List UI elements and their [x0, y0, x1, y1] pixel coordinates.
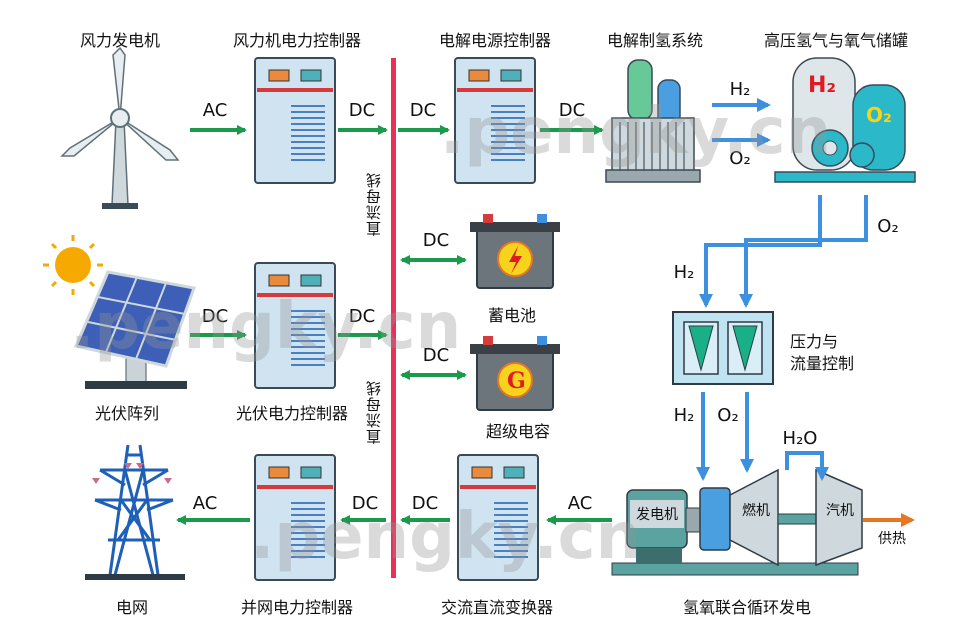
edge-label-o2-tank: O₂ — [877, 216, 899, 237]
label-wind-controller: 风力机电力控制器 — [232, 31, 362, 50]
label-pv-array: 光伏阵列 — [94, 404, 160, 423]
edge-label-h2-to-tank: H₂ — [729, 79, 751, 100]
tank-o2-label: O₂ — [866, 103, 892, 127]
svg-text:G: G — [507, 368, 526, 394]
dc-bus-bar — [391, 58, 396, 578]
label-grid-controller: 并网电力控制器 — [240, 598, 354, 617]
label-battery: 蓄电池 — [487, 306, 537, 325]
label-supercapacitor: 超级电容 — [485, 422, 551, 441]
edge-label-ac-wind: AC — [202, 100, 228, 121]
wind-controller-cabinet — [254, 57, 336, 184]
arrow-tank-o2-down — [739, 195, 868, 308]
edge-label-ac-grid: AC — [192, 493, 218, 514]
edge-label-dc-wind-ctrl: DC — [348, 100, 376, 121]
electrolyzer-icon — [605, 59, 701, 183]
edge-label-dc-converter: DC — [411, 493, 439, 514]
edge-label-dc-battery: DC — [422, 230, 450, 251]
solar-panel-icon — [73, 270, 197, 389]
label-dc-bus-bottom: 直流母线 — [365, 380, 383, 444]
label-wind-turbine: 风力发电机 — [79, 31, 161, 50]
label-heat-supply: 供热 — [878, 531, 906, 547]
arrow-tank-h2-down — [699, 195, 822, 308]
label-electrolysis-power-controller: 电解电源控制器 — [438, 31, 552, 50]
electrolysis-power-cabinet — [454, 57, 536, 184]
pressure-flow-control-box — [672, 311, 774, 385]
label-pv-controller: 光伏电力控制器 — [235, 404, 349, 423]
pylon-base — [85, 574, 185, 580]
edge-label-dc-power-electrolyzer: DC — [558, 100, 586, 121]
pv-controller-cabinet — [254, 262, 336, 389]
sun-icon — [43, 235, 103, 295]
edge-label-dc-pv-ctrl: DC — [348, 306, 376, 327]
label-pressure-control-line1: 压力与 — [790, 332, 839, 351]
label-grid: 电网 — [115, 598, 149, 617]
label-storage-tanks: 高压氢气与氧气储罐 — [763, 31, 909, 50]
label-dc-bus-top: 直流母线 — [365, 172, 383, 236]
label-pressure-control-line2: 流量控制 — [790, 354, 855, 373]
edge-label-ac-plant: AC — [567, 493, 593, 514]
edge-label-o2-to-tank: O₂ — [729, 148, 751, 169]
power-pylon-icon — [94, 444, 174, 576]
storage-tanks-icon — [774, 57, 916, 183]
label-generator: 发电机 — [636, 507, 678, 523]
label-ac-dc-converter: 交流直流变换器 — [440, 598, 554, 617]
insulator-marks — [92, 463, 172, 484]
edge-label-h2-tank: H₂ — [673, 262, 695, 283]
wind-turbine-icon — [60, 46, 180, 209]
edge-label-h2-combustor: H₂ — [673, 405, 695, 426]
edge-label-o2-combustor: O₂ — [717, 405, 739, 426]
label-steam-turbine: 汽机 — [826, 503, 854, 519]
ac-dc-converter-cabinet — [457, 454, 539, 581]
edge-label-dc-pv: DC — [201, 306, 229, 327]
edge-label-dc-bus-power: DC — [409, 100, 437, 121]
arrow-h2o-loop — [785, 451, 829, 481]
label-combined-cycle: 氢氧联合循环发电 — [682, 598, 812, 617]
label-electrolysis-system: 电解制氢系统 — [606, 31, 704, 50]
battery-icon — [470, 214, 560, 289]
edge-label-h2o: H₂O — [782, 428, 818, 449]
blue-arrows — [696, 98, 868, 481]
edge-label-dc-grid-ctrl: DC — [351, 493, 379, 514]
label-combustor: 燃机 — [742, 503, 770, 519]
supercapacitor-icon: G — [470, 336, 560, 411]
grid-controller-cabinet — [254, 454, 336, 581]
tank-h2-label: H₂ — [808, 73, 836, 98]
combined-cycle-plant-icon — [611, 468, 863, 576]
green-arrows — [176, 125, 612, 525]
edge-label-dc-supercap: DC — [422, 345, 450, 366]
